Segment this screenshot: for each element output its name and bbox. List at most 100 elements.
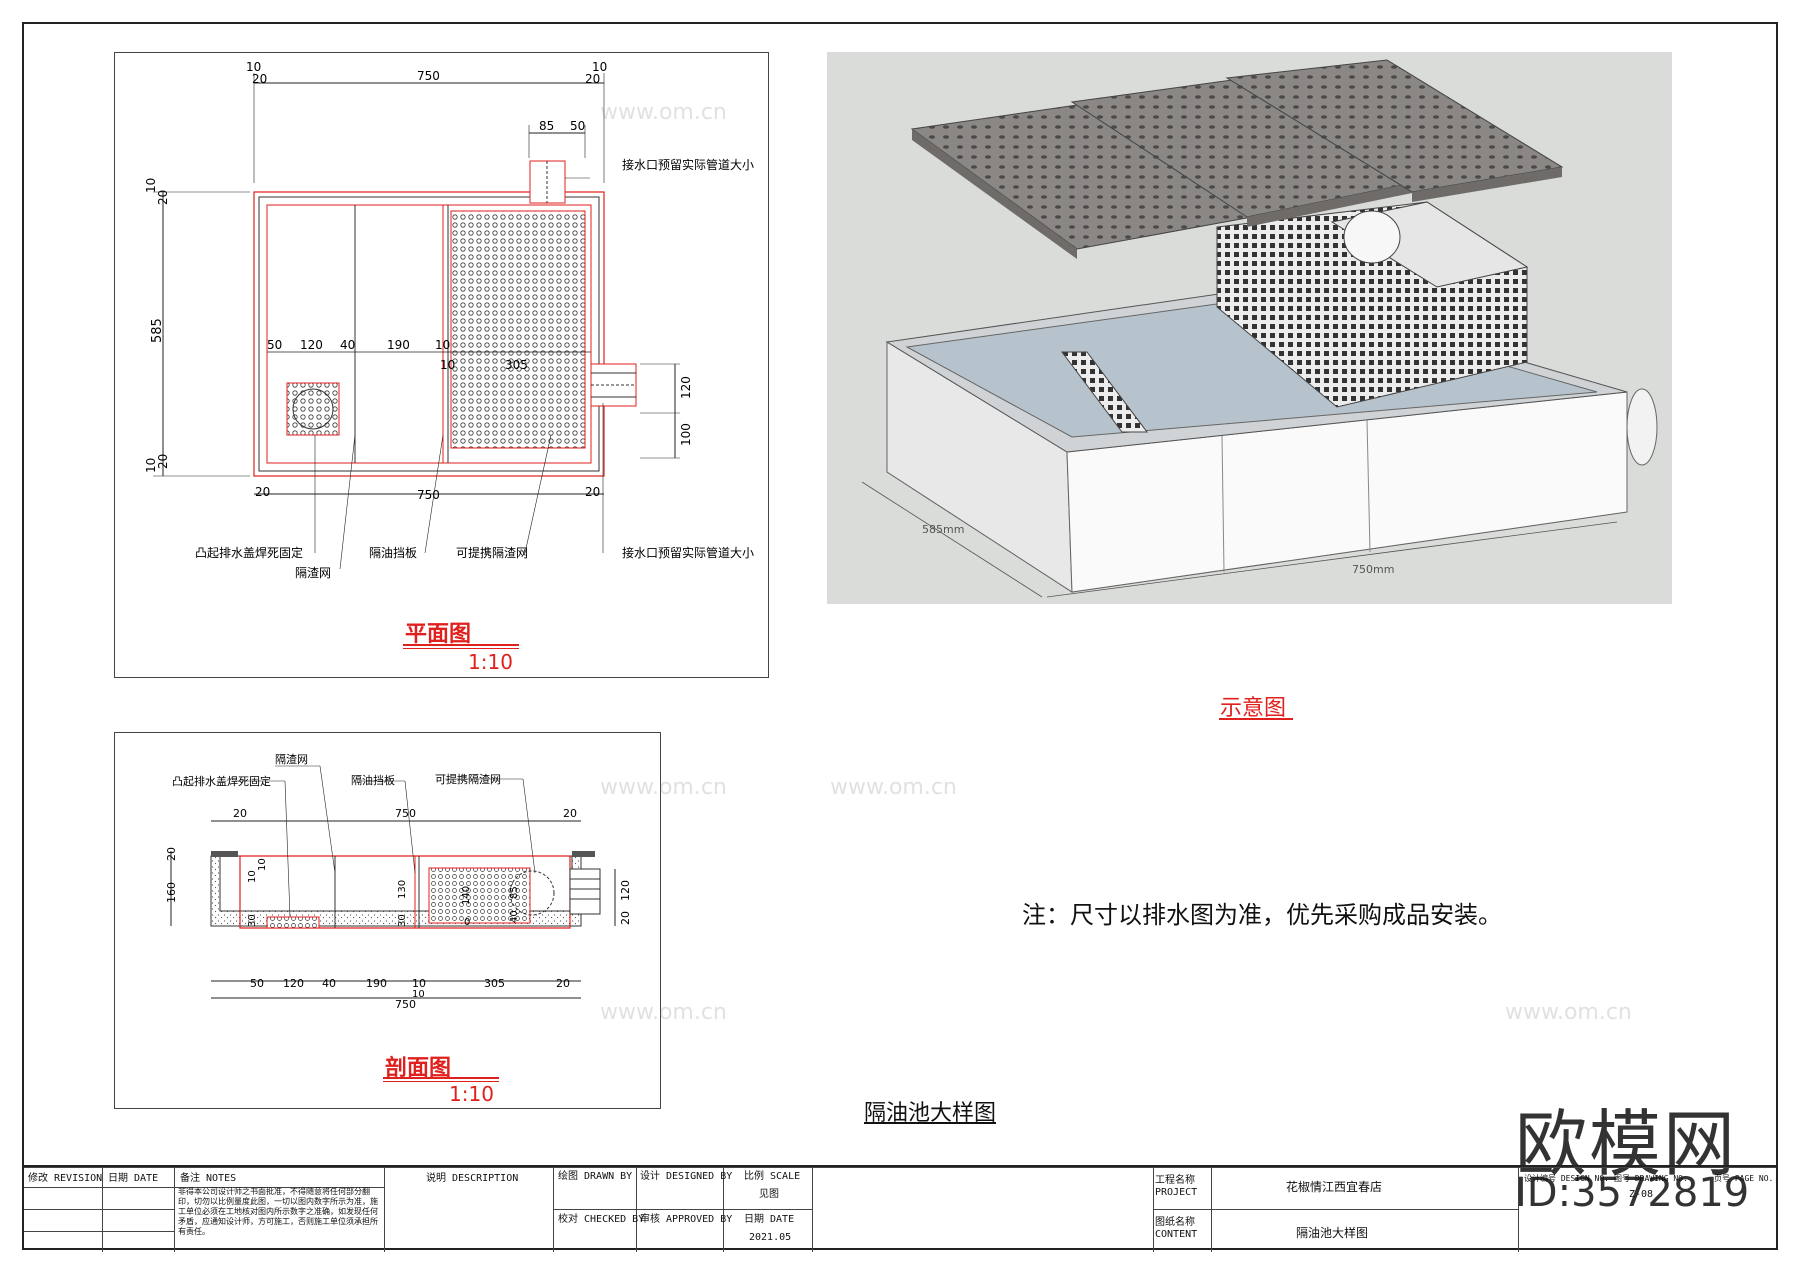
section-dim-right-120: 120 (619, 880, 632, 901)
render-title: 示意图 (1220, 696, 1287, 721)
section-view-drawing: 隔渣网 凸起排水盖焊死固定 隔油挡板 可提携隔渣网 20 750 20 20 1… (165, 752, 632, 1011)
plan-dim-pipe-gap: 50 (570, 119, 585, 133)
watermark-id: ID:3572819 (1515, 1170, 1750, 1216)
tb-date-value: 2021.05 (749, 1232, 792, 1243)
plan-dim-top-20b: 20 (585, 72, 600, 86)
plan-label-baffle: 隔油挡板 (369, 546, 417, 560)
plan-dim-inner-10a: 10 (435, 338, 450, 352)
section-dim-b-total: 750 (395, 998, 416, 1011)
tb-scale-label: 比例 SCALE (744, 1171, 801, 1182)
plan-label-screen: 隔渣网 (295, 566, 331, 580)
plan-title-underline (403, 644, 519, 646)
section-dim-b-50: 50 (250, 977, 264, 990)
tb-notes-body: 非得本公司设计师之书面批准，不得随意将任何部分翻印，切勿以比例量度此图，一切以图… (178, 1187, 378, 1236)
plan-dim-inner-10b: 10 (440, 358, 455, 372)
section-dim-top-20a: 20 (233, 807, 247, 820)
section-dim-b-20: 20 (556, 977, 570, 990)
section-dim-top-20b: 20 (563, 807, 577, 820)
plan-dim-inner-305: 305 (505, 358, 528, 372)
section-dim-b-10b: 10 (412, 989, 425, 1000)
section-dim-b-305: 305 (484, 977, 505, 990)
drawing-title: 隔油池大样图 (864, 1101, 997, 1126)
tb-description: 说明 DESCRIPTION (426, 1173, 519, 1184)
section-dim-30b: 30 (397, 914, 408, 927)
plan-dim-top-10a: 10 (246, 60, 261, 74)
plan-dim-inner-120: 120 (300, 338, 323, 352)
watermark-logo: 欧模网 (1515, 1102, 1738, 1186)
section-dim-40: 40 (509, 910, 520, 923)
tb-date: 日期 DATE (108, 1173, 159, 1184)
section-dim-30a: 30 (247, 914, 258, 927)
render-dim-depth: 585mm (922, 523, 964, 536)
plan-scale: 1:10 (468, 650, 513, 674)
plan-dim-left-20a: 20 (156, 190, 170, 205)
plan-title: 平面图 (405, 622, 472, 647)
plan-dim-pipe-w: 85 (539, 119, 554, 133)
tb-checked-by: 校对 CHECKED BY (558, 1214, 645, 1225)
tb-content-value: 隔油池大样图 (1296, 1226, 1369, 1240)
plan-title-underline-2 (403, 648, 519, 649)
section-scale: 1:10 (449, 1082, 494, 1106)
tb-page-no: 页号 PAGE NO. (1714, 1174, 1774, 1183)
render-dim-width: 750mm (1352, 563, 1394, 576)
plan-dim-inner-50: 50 (267, 338, 282, 352)
section-label-basket: 可提携隔渣网 (435, 772, 501, 786)
plan-dim-bot-20a: 20 (255, 485, 270, 499)
section-dim-b-10a: 10 (412, 977, 426, 990)
tb-drawing-no: 图号 DRAWING NO. (1614, 1174, 1688, 1183)
tb-drawing-no-value: Z-08 (1629, 1189, 1654, 1200)
watermark-text: www.om.cn (1505, 1000, 1632, 1025)
title-block: 修改 REVISION 日期 DATE 备注 NOTES 非得本公司设计师之书面… (24, 1165, 1776, 1252)
watermark-text: www.om.cn (600, 1000, 727, 1025)
general-note: 注：尺寸以排水图为准，优先采购成品安装。 (1022, 901, 1502, 929)
watermark-text: www.om.cn (600, 100, 727, 125)
plan-dim-left-height: 585 (150, 318, 165, 343)
section-dim-b-40: 40 (322, 977, 336, 990)
plan-label-inlet-side: 接水口预留实际管道大小 (622, 545, 754, 560)
section-dim-130: 130 (397, 880, 408, 899)
plan-dim-left-10a: 10 (144, 178, 158, 193)
section-title: 剖面图 (385, 1056, 452, 1081)
plan-label-basket: 可提携隔渣网 (456, 545, 528, 560)
plan-dim-inner-40: 40 (340, 338, 355, 352)
plan-label-inlet-top: 接水口预留实际管道大小 (622, 157, 754, 172)
plan-dim-top-total: 750 (417, 69, 440, 83)
tb-date-label: 日期 DATE (744, 1214, 795, 1225)
tb-scale-value: 见图 (759, 1189, 779, 1200)
section-label-baffle: 隔油挡板 (351, 773, 395, 787)
section-dim-left-160: 160 (165, 882, 178, 903)
watermark-text: www.om.cn (830, 775, 957, 800)
plan-view-drawing: 10 20 750 20 10 85 50 10 20 585 10 20 50… (144, 60, 754, 580)
tb-design-no: 设计编号 DESIGN NO. (1524, 1174, 1609, 1183)
section-dim-top-total: 750 (395, 807, 416, 820)
plan-dim-right-120: 120 (679, 376, 693, 399)
render-title-underline (1219, 718, 1293, 720)
tb-designed-by: 设计 DESIGNED BY (640, 1171, 733, 1182)
section-title-underline-2 (383, 1081, 499, 1082)
section-dim-0: 0 (464, 917, 470, 928)
tb-approved-by: 审核 APPROVED BY (640, 1214, 733, 1225)
plan-view-panel: 10 20 750 20 10 85 50 10 20 585 10 20 50… (114, 52, 769, 678)
render-view-drawing: 585mm 750mm (861, 59, 1658, 598)
section-dim-10a: 10 (257, 858, 268, 871)
section-dim-10b: 10 (247, 870, 258, 883)
plan-dim-bot-20b: 20 (585, 485, 600, 499)
plan-dim-top-10b: 10 (592, 60, 607, 74)
section-dim-b-120: 120 (283, 977, 304, 990)
tb-project-value: 花椒情江西宜春店 (1286, 1180, 1383, 1194)
section-dim-85: 85 (509, 886, 520, 899)
tb-project-label: 工程名称 PROJECT (1155, 1175, 1198, 1198)
section-title-underline (383, 1077, 499, 1079)
tb-notes-head: 备注 NOTES (180, 1173, 237, 1184)
plan-dim-top-20a: 20 (252, 72, 267, 86)
section-view-panel: 隔渣网 凸起排水盖焊死固定 隔油挡板 可提携隔渣网 20 750 20 20 1… (114, 732, 661, 1109)
tb-revision: 修改 REVISION (28, 1173, 103, 1184)
plan-dim-left-10b: 10 (144, 458, 158, 473)
tb-drawn-by: 绘图 DRAWN BY (558, 1171, 633, 1182)
drawing-frame (22, 22, 1778, 1250)
plan-label-drain-cover: 凸起排水盖焊死固定 (195, 545, 303, 560)
section-dim-b-190: 190 (366, 977, 387, 990)
plan-dim-left-20b: 20 (156, 454, 170, 469)
tb-content-label: 图纸名称 CONTENT (1155, 1217, 1198, 1240)
section-label-screen: 隔渣网 (275, 752, 308, 766)
